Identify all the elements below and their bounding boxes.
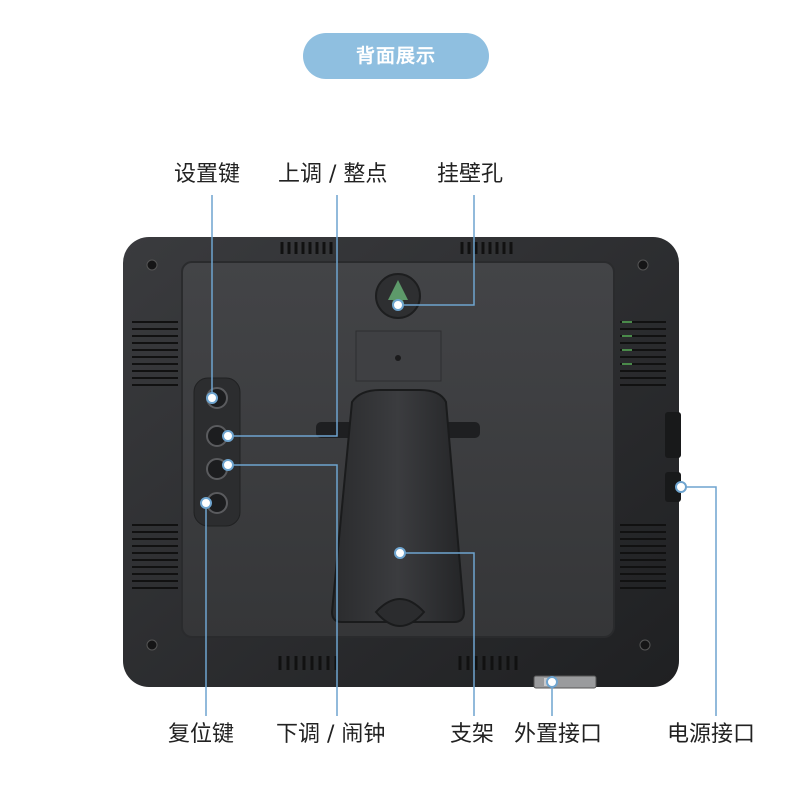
vent-icon <box>278 656 518 670</box>
vent-icon <box>132 321 178 589</box>
down-alarm-label: 下调 / 闹钟 <box>276 722 386 747</box>
reset-key-label: 复位键 <box>168 722 235 747</box>
vent-highlight <box>622 321 632 365</box>
callout-lines <box>205 195 717 716</box>
port-icon <box>665 412 681 502</box>
vent-icon <box>280 242 513 254</box>
up-hour-label: 上调 / 整点 <box>278 162 388 187</box>
callout-dots <box>200 299 687 688</box>
settings-key-label: 设置键 <box>174 162 241 187</box>
external-port-icon <box>533 675 597 689</box>
external-port-label: 外置接口 <box>514 722 603 747</box>
screw-icon <box>146 259 651 651</box>
button-panel <box>193 377 241 527</box>
hanging-hole-icon <box>375 273 421 319</box>
stand-label: 支架 <box>450 722 495 747</box>
power-port-label: 电源接口 <box>667 722 756 747</box>
vent-icon <box>620 321 666 589</box>
stand-icon <box>316 389 480 627</box>
header-pill: 背面展示 <box>303 33 489 79</box>
hanging-hole-label: 挂壁孔 <box>437 162 504 187</box>
